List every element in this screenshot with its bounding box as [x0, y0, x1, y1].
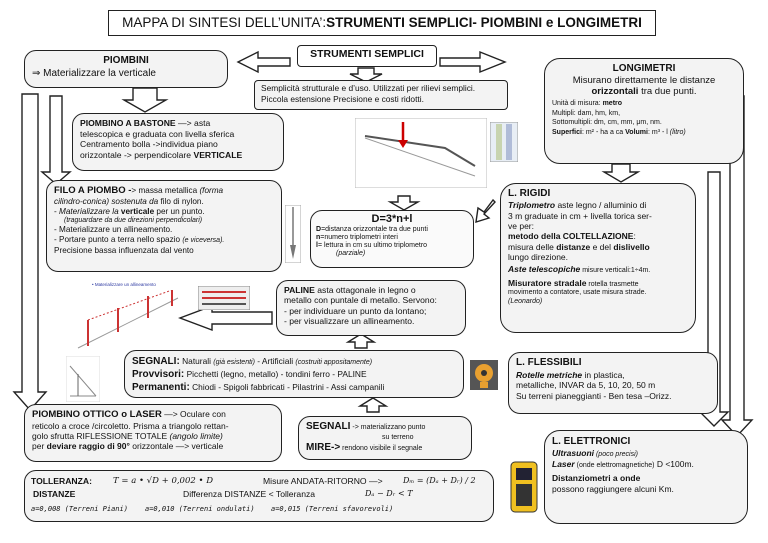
strumenti-text: Semplicità strutturale e d’uso. Utilizza… [261, 83, 476, 104]
flessibili-heading: L. FLESSIBILI [516, 357, 582, 368]
allineamento-image [77, 290, 179, 349]
arrow-down-rigidi [601, 163, 641, 183]
arrow-left-long [12, 93, 48, 412]
coltellazione-image [355, 118, 487, 188]
media-formula: Dₘ = (Dₐ + Dᵣ) / 2 [403, 476, 476, 485]
tolleranze-box: TOLLERANZA: T = a • √D + 0,002 • D Misur… [24, 470, 494, 522]
rigidi-box: L. RIGIDI Triplometro aste legno / allum… [500, 183, 696, 333]
arrow-up-paline [345, 333, 377, 349]
filo-piombo-image [285, 205, 301, 263]
arrow-to-longimetri [439, 50, 507, 74]
segnali-box: SEGNALI: Naturali (già esistenti) - Arti… [124, 350, 464, 398]
arrow-right-long2 [720, 95, 754, 438]
bastone-box: PIOMBINO A BASTONE —> asta telescopica e… [72, 113, 284, 171]
tolleranza-formula: T = a • √D + 0,002 • D [113, 476, 214, 486]
arrow-left-short [40, 95, 72, 185]
formula-box: D=3*n+l D=distanza orizzontale tra due p… [310, 210, 474, 268]
elettronici-box: L. ELETTRONICI Ultrasuoni (poco precisi)… [544, 430, 748, 524]
page-title: MAPPA DI SINTESI DELL’UNITA’:STRUMENTI S… [108, 10, 656, 36]
flessibili-box: L. FLESSIBILI Rotelle metriche in plasti… [508, 352, 718, 414]
filo-box: FILO A PIOMBO -> massa metallica (forma … [46, 180, 282, 272]
arrow-down-bastone [121, 87, 169, 113]
piombini-box: PIOMBINI ⇒ Materializzare la verticale [24, 50, 228, 88]
strumenti-heading-box: STRUMENTI SEMPLICI [297, 45, 437, 67]
arrow-down-formula [387, 195, 421, 211]
rigidi-heading: L. RIGIDI [508, 188, 551, 199]
arrow-to-piombini [236, 50, 291, 74]
arrow-paline-left [178, 304, 273, 332]
paline-image [198, 286, 250, 310]
arrow-down-strumenti [349, 67, 383, 83]
allineamento-caption: • Materializzare un allineamento [92, 282, 156, 287]
triplometro-image [490, 122, 518, 162]
strumenti-heading: STRUMENTI SEMPLICI [310, 48, 424, 60]
ottico-box: PIOMBINO OTTICO o LASER —> Oculare con r… [24, 404, 282, 462]
rotella-metrica-image [470, 360, 498, 390]
piombini-heading: PIOMBINI [103, 55, 149, 66]
arrow-up-segnali [357, 397, 389, 413]
segnali2-box: SEGNALI -> materializzano punto su terre… [298, 416, 472, 460]
paline-box: PALINE asta ottagonale in legno o metall… [276, 280, 466, 336]
strumenti-desc-box: Semplicità strutturale e d’uso. Utilizza… [254, 80, 508, 110]
distanziometro-image [510, 461, 538, 513]
tolleranza-heading: TOLLERANZA: [31, 476, 92, 486]
longimetri-heading: LONGIMETRI [612, 63, 676, 74]
elettronici-heading: L. ELETTRONICI [552, 436, 631, 447]
arrow-to-formula [475, 198, 496, 223]
picchetti-image [66, 356, 100, 402]
longimetri-box: LONGIMETRI Misurano direttamente le dist… [544, 58, 744, 164]
formula-heading: D=3*n+l [371, 213, 413, 225]
piombini-text: ⇒ Materializzare la verticale [32, 67, 156, 79]
